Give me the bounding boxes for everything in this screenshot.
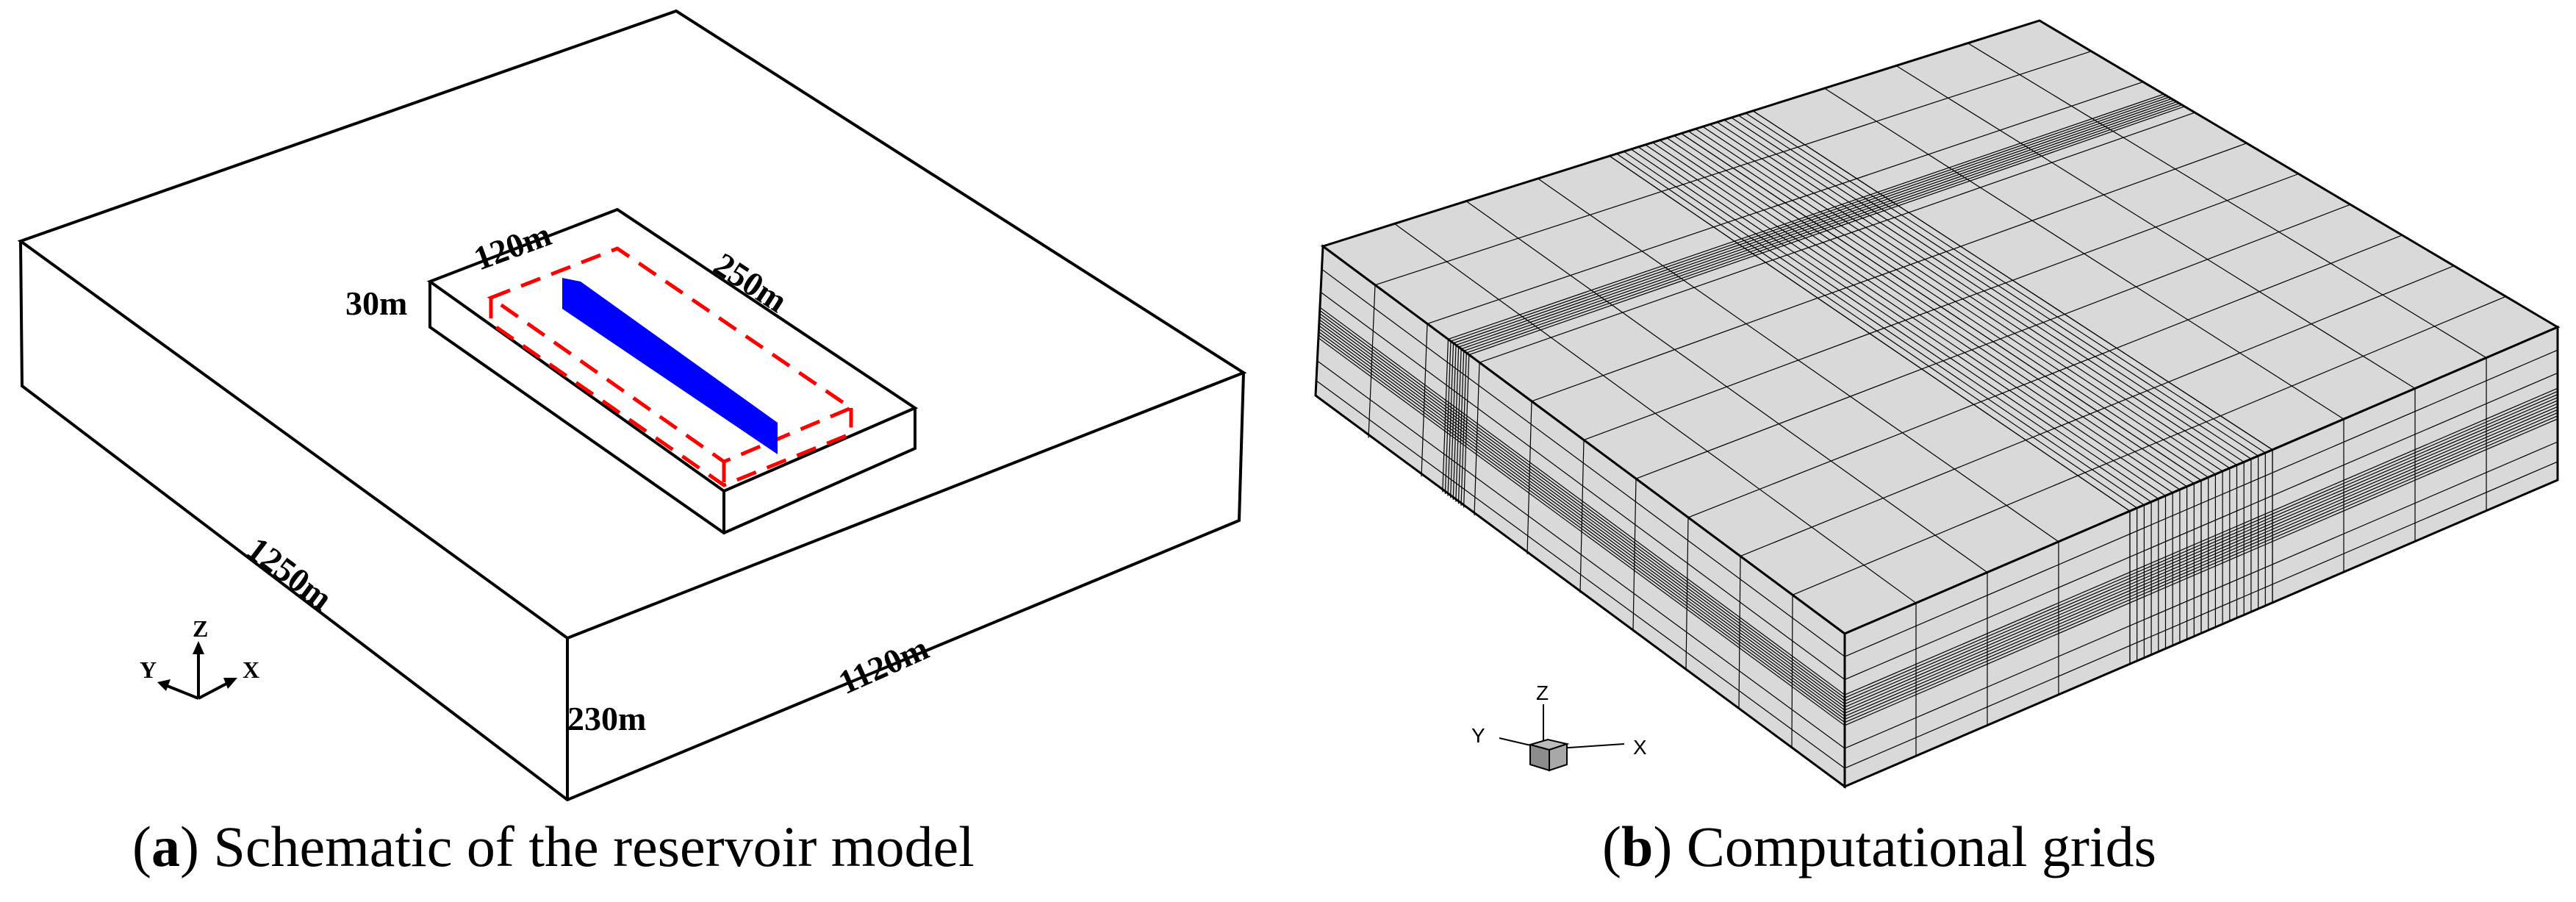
axis-label-x-b: X [1633,736,1647,759]
axis-label-y: Y [140,656,157,683]
grid-lines [1316,43,2558,769]
caption-b: (b) Computational grids [1602,815,2156,878]
dim-label-height-top: 30m [345,284,407,322]
dim-label-length-top: 250m [708,246,794,320]
axis-triad-b: Z Y X [1471,681,1647,772]
dim-label-length-outer: 1250m [240,529,340,617]
caption-b-letter: b [1621,815,1653,878]
axis-label-z: Z [193,615,208,642]
inner-box [426,207,919,535]
axis-label-y-b: Y [1471,724,1485,747]
dim-label-width-top: 120m [469,215,556,278]
caption-a-letter: a [151,815,180,878]
caption-b-text: Computational grids [1672,815,2156,878]
axis-label-z-b: Z [1536,681,1549,704]
fracture-plane [562,278,778,454]
caption-a-text: Schematic of the reservoir model [199,815,975,878]
caption-a: (a) Schematic of the reservoir model [132,815,975,878]
axis-label-x: X [243,656,259,683]
dim-label-height-outer: 230m [567,700,646,737]
axis-triad-a: Z Y X [140,615,259,700]
outer-box [17,9,1247,802]
panel-a: 120m 250m 30m 1250m 1120m 230m Z Y X (a)… [17,9,1247,878]
panel-b: Z Y X (b) Computational grids [1314,19,2561,878]
dashed-box [487,246,855,487]
dim-label-width-outer: 1120m [833,629,933,702]
